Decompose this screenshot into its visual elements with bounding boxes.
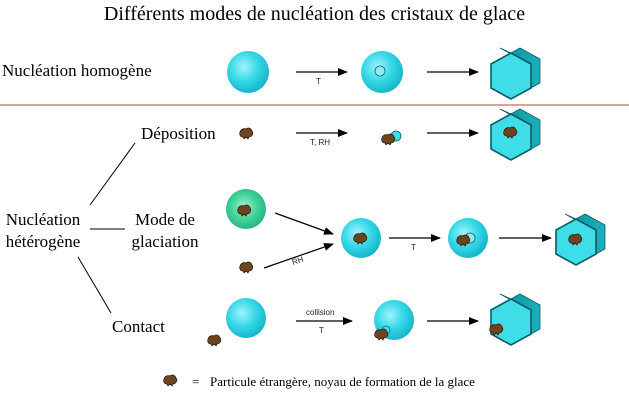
label-heterogeneous-line1: Nucléation [5,210,81,229]
connector-contact [77,256,112,314]
particle-icon [374,328,389,341]
arrow-label-freezing-t: T [411,243,416,252]
ice-crystal-icon [490,47,541,100]
particle-icon [239,127,254,140]
ice-nucleus-icon [374,65,386,77]
arrow-label-homogeneous: T [316,77,321,86]
droplet-icon [227,51,269,93]
label-homogeneous: Nucléation homogène [2,61,152,80]
label-contact: Contact [112,317,165,336]
arrow-label-rh: RH [291,255,305,267]
particle-icon [207,334,222,347]
arrow-label-collision: collision [306,308,334,317]
label-freezing-line2: glaciation [131,232,199,251]
connector-deposition [89,142,136,206]
label-heterogeneous: Nucléation hétérogène [1,209,85,253]
label-freezing: Mode de glaciation [127,209,203,253]
particle-icon [239,261,254,274]
label-deposition: Déposition [141,124,216,143]
particle-icon [381,133,396,146]
arrow-icon [274,212,334,235]
droplet-icon [226,298,266,338]
label-heterogeneous-line2: hétérogène [5,232,81,251]
legend-text: Particule étrangère, noyau de formation … [210,374,475,389]
arrow-label-deposition: T, RH [310,138,330,147]
legend-equals: = [192,374,200,389]
legend-particle-icon [163,374,178,387]
arrow-icon [263,243,334,269]
label-freezing-line1: Mode de [135,210,195,229]
ice-crystal-icon [490,293,541,346]
arrow-label-contact-t: T [319,326,324,335]
diagram-title: Différents modes de nucléation des crist… [103,3,526,25]
